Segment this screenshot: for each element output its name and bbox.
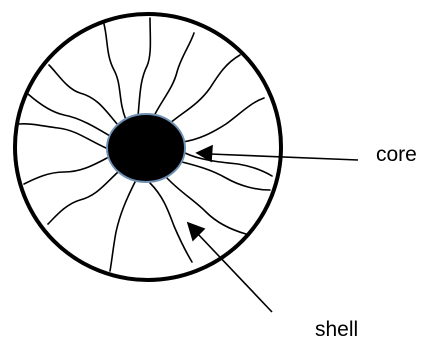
strand [182, 162, 270, 190]
strand [49, 65, 118, 125]
strand [24, 158, 107, 184]
strand [48, 172, 118, 224]
core-arrow [197, 146, 358, 161]
strand [104, 24, 126, 120]
core-particle [107, 114, 185, 182]
core-label: core [376, 143, 417, 167]
shell-label: shell [315, 318, 358, 342]
strand [19, 124, 106, 148]
strand [138, 18, 150, 116]
strand [154, 33, 194, 116]
strand [166, 177, 246, 234]
strand [110, 182, 135, 271]
